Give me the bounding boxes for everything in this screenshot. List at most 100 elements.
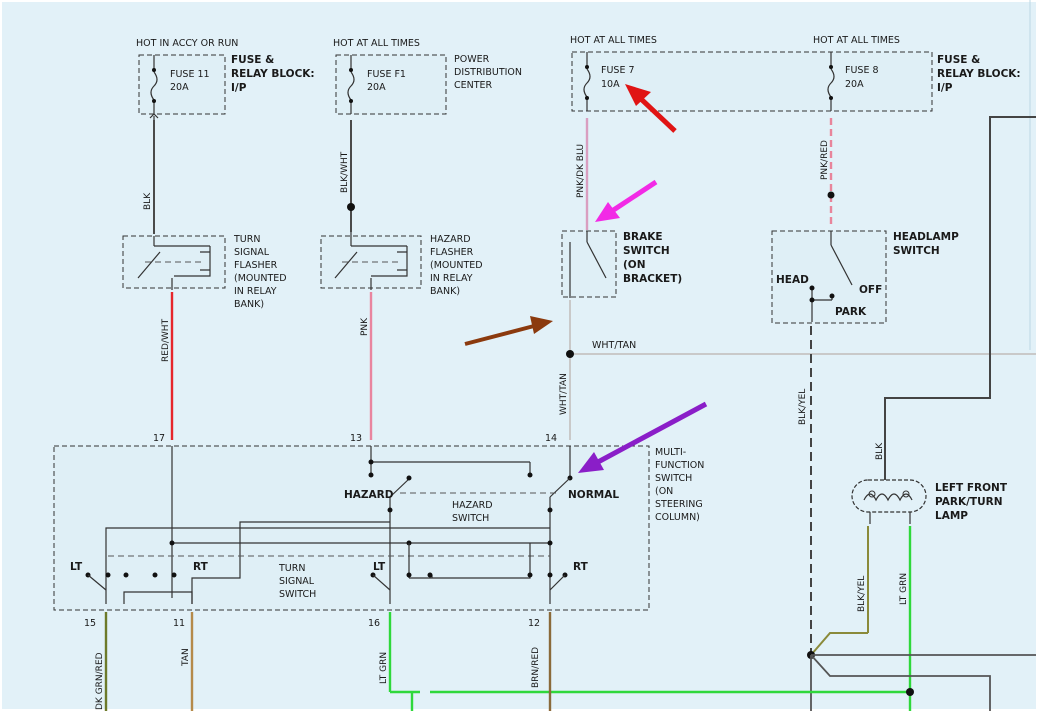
hazard-flasher-line1: HAZARD <box>430 234 471 245</box>
pin-11: 11 <box>173 618 185 629</box>
wire-lt-grn-2-run <box>390 690 910 711</box>
headlamp-switch-box <box>771 230 887 324</box>
hot-all-times-label-1: HOT AT ALL TIMES <box>333 38 420 49</box>
normal-position-label: NORMAL <box>568 489 619 501</box>
headlamp-park-label: PARK <box>835 306 867 318</box>
wire-label-blk-2: BLK <box>875 442 885 460</box>
brake-switch-line3: (ON <box>623 259 646 271</box>
left-front-lamp-line3: LAMP <box>935 510 968 522</box>
hot-accy-run-label: HOT IN ACCY OR RUN <box>136 38 238 49</box>
turn-flasher-line2: SIGNAL <box>234 247 270 258</box>
pin-15: 15 <box>84 618 96 629</box>
splice-blk-wht <box>347 203 355 211</box>
wire-label-blk-1: BLK <box>143 192 153 210</box>
fuse-relay-block-2-line1: FUSE & <box>937 54 980 66</box>
fuse-f1-name: FUSE F1 <box>367 69 406 80</box>
left-front-lamp-symbol <box>851 479 927 524</box>
rt-label-2: RT <box>573 561 589 573</box>
fuse-11-name: FUSE 11 <box>170 69 210 80</box>
pdc-line2: DISTRIBUTION <box>454 67 522 78</box>
wire-label-lt-grn-1: LT GRN <box>899 573 909 605</box>
brake-switch-symbol <box>569 231 607 298</box>
hazard-switch-line1: HAZARD <box>452 500 493 511</box>
splice-wht-tan <box>566 350 574 358</box>
turn-signal-switch-line3: SWITCH <box>279 589 316 600</box>
turn-flasher-line6: BANK) <box>234 299 264 310</box>
fuse-11-symbol <box>150 55 158 114</box>
rt-label-1: RT <box>193 561 209 573</box>
fuse-8-name: FUSE 8 <box>845 65 879 76</box>
pin-13: 13 <box>350 433 362 444</box>
hazard-flasher-line2: FLASHER <box>430 247 474 258</box>
hazard-position-label: HAZARD <box>344 489 394 501</box>
pin-16: 16 <box>368 618 380 629</box>
wire-blk-yel-branches <box>810 654 1036 711</box>
fuse-relay-block-1-line2: RELAY BLOCK: <box>231 68 315 80</box>
wire-label-blk-yel-1: BLK/YEL <box>798 389 808 425</box>
fuse-f1-amp: 20A <box>367 82 386 93</box>
hazard-flasher-line5: BANK) <box>430 286 460 297</box>
fuse-7-amp: 10A <box>601 79 620 90</box>
multifunction-line1: MULTI- <box>655 447 686 458</box>
fuse-f1-symbol <box>347 55 355 114</box>
hazard-flasher-line3: (MOUNTED <box>430 260 483 271</box>
splice-lt-grn <box>906 688 914 696</box>
turn-flasher-symbol <box>137 236 211 290</box>
wire-label-wht-tan-v: WHT/TAN <box>559 373 569 415</box>
headlamp-switch-line1: HEADLAMP <box>893 231 959 243</box>
hazard-switch-line2: SWITCH <box>452 513 489 524</box>
fuse-8-symbol <box>827 52 835 111</box>
turn-signal-switch-line2: SIGNAL <box>279 576 315 587</box>
headlamp-switch-symbol <box>809 231 853 322</box>
fuse-relay-block-2-line2: RELAY BLOCK: <box>937 68 1021 80</box>
wire-label-dk-grn-red: DK GRN/RED <box>95 652 105 710</box>
lt-label-2: LT <box>373 561 386 573</box>
pin-12: 12 <box>528 618 540 629</box>
headlamp-switch-line2: SWITCH <box>893 245 940 257</box>
headlamp-head-label: HEAD <box>776 274 809 286</box>
fuse-7-symbol <box>583 52 591 111</box>
fuse-relay-block-1-line3: I/P <box>231 82 247 94</box>
multifunction-line3: SWITCH <box>655 473 692 484</box>
brown-arrow-annotation <box>464 316 553 346</box>
wire-label-pnk: PNK <box>360 317 370 336</box>
fuse-8-amp: 20A <box>845 79 864 90</box>
turn-flasher-line4: (MOUNTED <box>234 273 287 284</box>
multifunction-line4: (ON <box>655 486 673 497</box>
multifunction-line6: COLUMN) <box>655 512 700 523</box>
red-arrow-annotation <box>625 84 677 133</box>
hazard-flasher-line4: IN RELAY <box>430 273 473 284</box>
pin-14: 14 <box>545 433 557 444</box>
pdc-line3: CENTER <box>454 80 493 91</box>
hot-all-times-label-3: HOT AT ALL TIMES <box>813 35 900 46</box>
wire-label-brn-red: BRN/RED <box>531 647 541 688</box>
wire-blk-right <box>884 116 1036 480</box>
pdc-line1: POWER <box>454 54 490 65</box>
multifunction-line2: FUNCTION <box>655 460 704 471</box>
multifunction-internal-wiring <box>85 446 573 604</box>
wire-label-tan: TAN <box>181 648 191 667</box>
wire-label-red-wht: RED/WHT <box>161 318 171 362</box>
fuse-f1-box <box>335 54 447 115</box>
purple-arrow-annotation <box>578 401 708 473</box>
turn-flasher-line5: IN RELAY <box>234 286 277 297</box>
left-front-lamp-line2: PARK/TURN <box>935 496 1002 508</box>
brake-switch-line1: BRAKE <box>623 231 663 243</box>
wire-label-pnk-dk-blu: PNK/DK BLU <box>576 144 586 198</box>
fuse-11-box <box>138 54 226 115</box>
headlamp-off-label: OFF <box>859 284 882 296</box>
turn-flasher-line3: FLASHER <box>234 260 278 271</box>
brake-switch-line2: SWITCH <box>623 245 670 257</box>
left-front-lamp-line1: LEFT FRONT <box>935 482 1008 494</box>
turn-signal-switch-line1: TURN <box>278 563 305 574</box>
turn-flasher-box <box>122 235 226 289</box>
wire-label-pnk-red: PNK/RED <box>820 140 830 180</box>
fuse-11-amp: 20A <box>170 82 189 93</box>
magenta-arrow-annotation <box>595 179 658 222</box>
pin-17: 17 <box>153 433 165 444</box>
hazard-flasher-symbol <box>334 232 408 290</box>
wire-blk-yel-2-join <box>810 632 868 656</box>
brake-switch-line4: BRACKET) <box>623 273 682 285</box>
